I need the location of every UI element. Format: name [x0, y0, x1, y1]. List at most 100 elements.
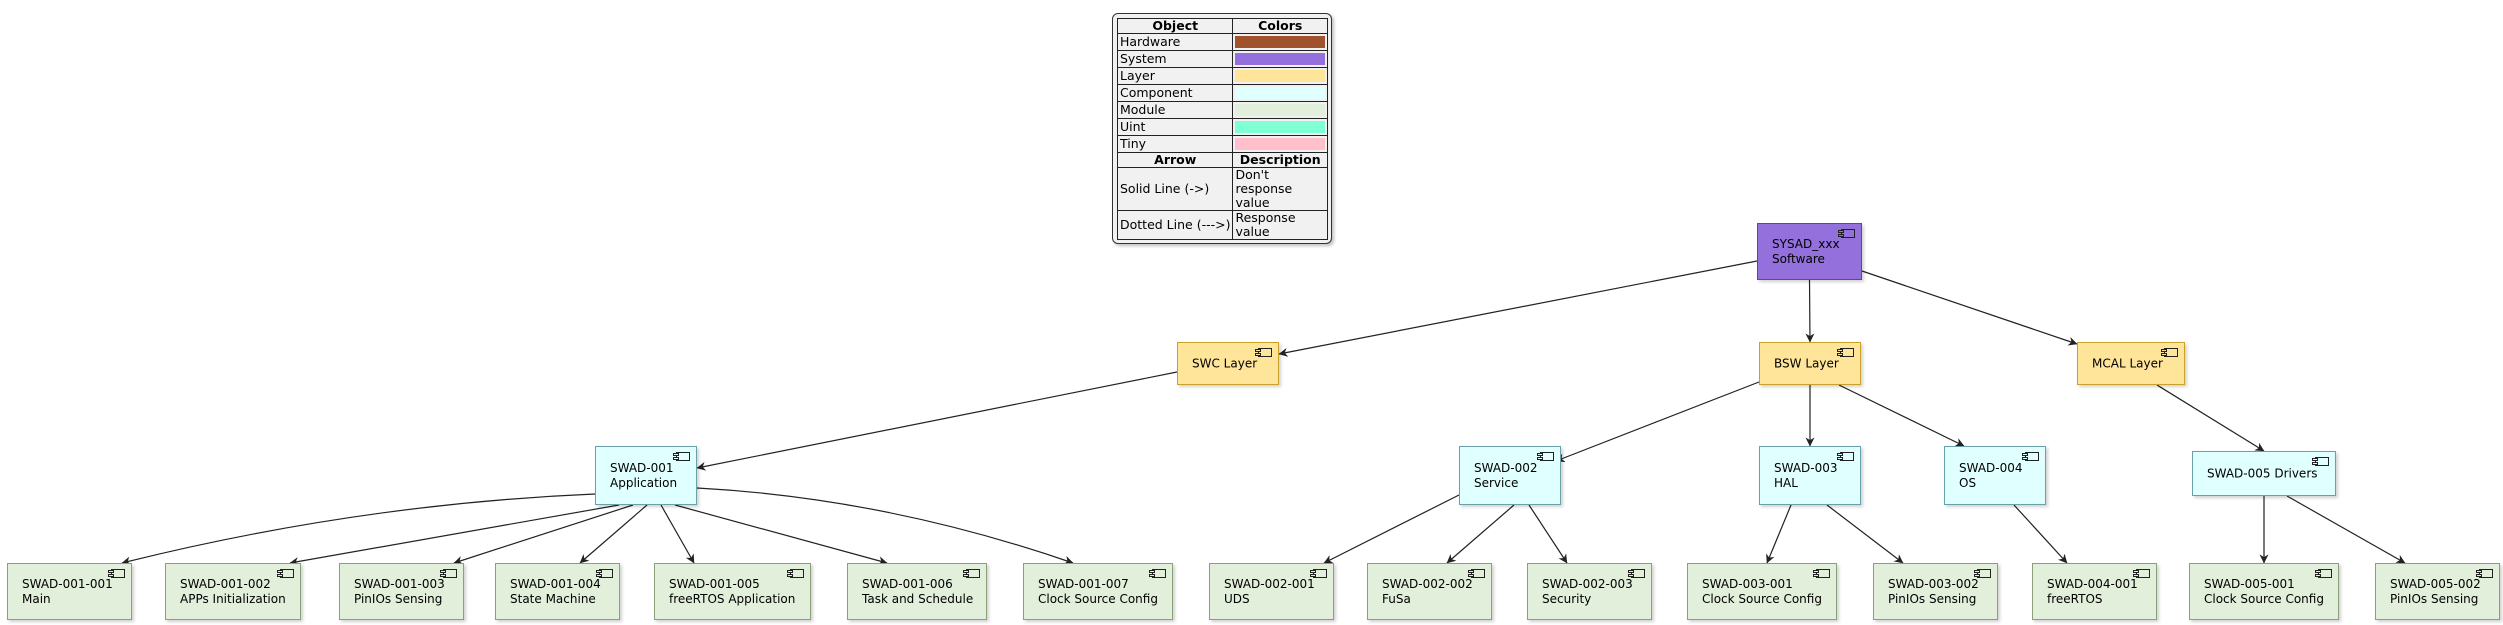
- component-icon: [1628, 569, 1645, 578]
- component-icon: [1837, 452, 1854, 461]
- node-m003-001[interactable]: SWAD-003-001 Clock Source Config: [1687, 563, 1837, 620]
- arrow-sys-to-bsw: [1805, 279, 1815, 343]
- node-m001-006[interactable]: SWAD-001-006 Task and Schedule: [847, 563, 987, 620]
- node-label: MCAL Layer: [2092, 356, 2163, 370]
- legend-object-name: Tiny: [1116, 135, 1234, 153]
- legend-object-name: Component: [1116, 84, 1234, 102]
- component-icon: [1149, 569, 1166, 578]
- arrow-c001-to-m001-004: [579, 504, 648, 564]
- node-label: SWAD-001-007 Clock Source Config: [1038, 576, 1158, 606]
- arrow-c001-to-m001-005: [660, 504, 695, 564]
- legend-arrow-row: Dotted Line (--->)Response value: [1116, 210, 1328, 240]
- node-swc[interactable]: SWC Layer: [1177, 342, 1279, 385]
- component-icon: [673, 452, 690, 461]
- legend-object-row: Hardware: [1116, 33, 1328, 51]
- legend-color-cell: [1232, 33, 1328, 51]
- legend-color-cell: [1232, 50, 1328, 68]
- legend-color-swatch: [1235, 121, 1325, 133]
- legend-object-name: System: [1116, 50, 1234, 68]
- legend-object-name: Uint: [1116, 118, 1234, 136]
- node-m001-004[interactable]: SWAD-001-004 State Machine: [495, 563, 620, 620]
- node-m003-002[interactable]: SWAD-003-002 PinIOs Sensing: [1873, 563, 1998, 620]
- node-bsw[interactable]: BSW Layer: [1759, 342, 1861, 385]
- node-label: SWAD-001-003 PinIOs Sensing: [354, 576, 445, 606]
- legend-arrow-name: Dotted Line (--->): [1116, 210, 1234, 240]
- node-c004[interactable]: SWAD-004 OS: [1944, 446, 2046, 505]
- node-label: SWAD-001-004 State Machine: [510, 576, 601, 606]
- legend-color-swatch: [1235, 104, 1325, 116]
- legend-arrow-row: Solid Line (->)Don't response value: [1116, 167, 1328, 211]
- node-label: SWAD-002-001 UDS: [1224, 576, 1315, 606]
- node-label: SWAD-003-002 PinIOs Sensing: [1888, 576, 1979, 606]
- arrow-c001-to-m001-001: [121, 493, 596, 566]
- arrow-c001-to-m001-006: [674, 504, 888, 566]
- node-label: SWAD-004 OS: [1959, 460, 2023, 490]
- node-m001-003[interactable]: SWAD-001-003 PinIOs Sensing: [339, 563, 464, 620]
- component-icon: [787, 569, 804, 578]
- legend-color-cell: [1232, 84, 1328, 102]
- node-label: SWAD-002-003 Security: [1542, 576, 1633, 606]
- arrow-bsw-to-c002: [1555, 381, 1760, 463]
- node-label: SWAD-001-001 Main: [22, 576, 113, 606]
- legend-object-name: Layer: [1116, 67, 1234, 85]
- legend-object-row: Module: [1116, 101, 1328, 119]
- legend-header-colors: Colors: [1232, 18, 1328, 34]
- node-m001-007[interactable]: SWAD-001-007 Clock Source Config: [1023, 563, 1173, 620]
- component-icon: [2022, 452, 2039, 461]
- node-label: SWAD-004-001 freeRTOS: [2047, 576, 2138, 606]
- component-icon: [2161, 348, 2178, 357]
- legend-object-row: Component: [1116, 84, 1328, 102]
- component-icon: [440, 569, 457, 578]
- arrow-swc-to-c001: [696, 371, 1178, 471]
- legend-object-name: Hardware: [1116, 33, 1234, 51]
- arrow-c004-to-m004-001: [2013, 504, 2068, 564]
- node-label: SWAD-005-002 PinIOs Sensing: [2390, 576, 2481, 606]
- node-label: SWAD-003-001 Clock Source Config: [1702, 576, 1822, 606]
- arrow-c001-to-m001-007: [696, 487, 1074, 565]
- node-m002-001[interactable]: SWAD-002-001 UDS: [1209, 563, 1334, 620]
- legend-header-object: Object: [1116, 18, 1234, 34]
- legend-color-cell: [1232, 67, 1328, 85]
- component-icon: [1813, 569, 1830, 578]
- node-m001-001[interactable]: SWAD-001-001 Main: [7, 563, 132, 620]
- node-sys[interactable]: SYSAD_xxx Software: [1757, 223, 1862, 280]
- component-icon: [2476, 569, 2493, 578]
- node-label: SWAD-001 Application: [610, 460, 678, 490]
- node-m001-005[interactable]: SWAD-001-005 freeRTOS Application: [654, 563, 811, 620]
- arrow-c002-to-m002-003: [1528, 504, 1568, 564]
- node-c001[interactable]: SWAD-001 Application: [595, 446, 697, 505]
- node-mcal[interactable]: MCAL Layer: [2077, 342, 2185, 385]
- node-label: SWAD-005 Drivers: [2207, 466, 2318, 480]
- node-c005[interactable]: SWAD-005 Drivers: [2192, 451, 2336, 496]
- node-label: SWAD-001-006 Task and Schedule: [862, 576, 974, 606]
- node-m002-002[interactable]: SWAD-002-002 FuSa: [1367, 563, 1492, 620]
- arrow-c002-to-m002-002: [1446, 504, 1515, 564]
- component-icon: [1837, 348, 1854, 357]
- legend-arrow-name: Solid Line (->): [1116, 167, 1234, 211]
- node-m005-001[interactable]: SWAD-005-001 Clock Source Config: [2189, 563, 2339, 620]
- legend-arrow-description: Response value: [1232, 210, 1328, 240]
- arrow-sys-to-swc: [1278, 260, 1758, 357]
- node-label: SWAD-005-001 Clock Source Config: [2204, 576, 2324, 606]
- legend-arrow-description: Don't response value: [1232, 167, 1328, 211]
- legend-color-swatch: [1235, 53, 1325, 65]
- legend-header-description: Description: [1232, 152, 1328, 168]
- legend-color-cell: [1232, 118, 1328, 136]
- node-m005-002[interactable]: SWAD-005-002 PinIOs Sensing: [2375, 563, 2500, 620]
- component-icon: [2312, 457, 2329, 466]
- node-m002-003[interactable]: SWAD-002-003 Security: [1527, 563, 1652, 620]
- legend-color-swatch: [1235, 87, 1325, 99]
- arrow-c003-to-m003-001: [1766, 504, 1792, 564]
- component-icon: [2315, 569, 2332, 578]
- node-m004-001[interactable]: SWAD-004-001 freeRTOS: [2032, 563, 2157, 620]
- component-icon: [1974, 569, 1991, 578]
- node-label: SWAD-001-002 APPs Initialization: [180, 576, 286, 606]
- node-m001-002[interactable]: SWAD-001-002 APPs Initialization: [165, 563, 301, 620]
- component-icon: [1838, 229, 1855, 238]
- node-c003[interactable]: SWAD-003 HAL: [1759, 446, 1861, 505]
- node-c002[interactable]: SWAD-002 Service: [1459, 446, 1561, 505]
- legend-object-row: System: [1116, 50, 1328, 68]
